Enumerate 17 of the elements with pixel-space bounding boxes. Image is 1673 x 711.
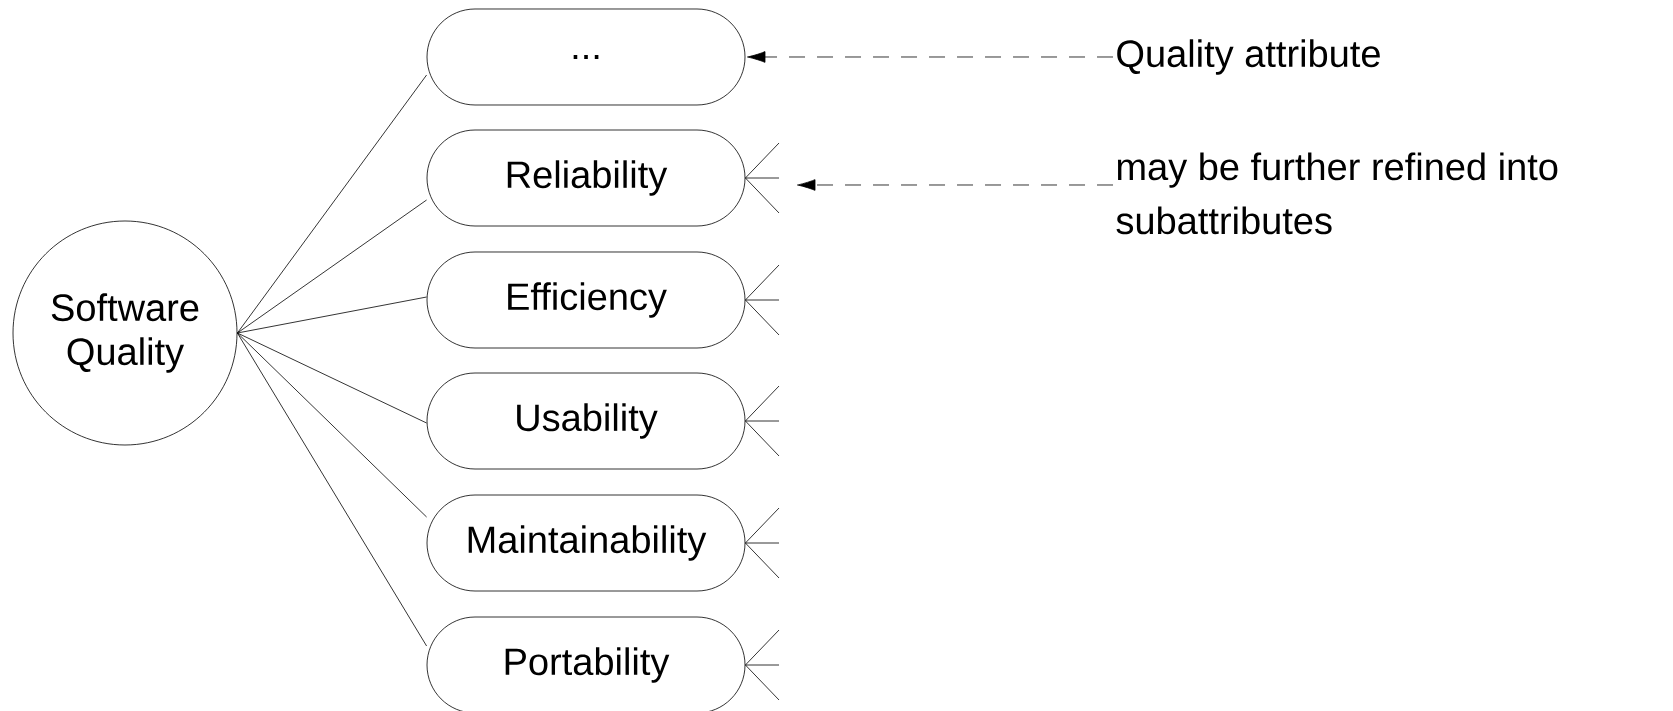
connector-line (237, 332, 427, 518)
attribute-box: Usability (426, 372, 746, 470)
attribute-box: Maintainability (426, 494, 746, 592)
connector-line (237, 74, 427, 334)
attribute-box: Efficiency (426, 251, 746, 349)
connector-line (237, 199, 427, 334)
connector-line (237, 296, 427, 334)
note-text: may be further refined into subattributes (1116, 152, 1558, 235)
connector-line (237, 332, 427, 647)
leader-line (797, 179, 1114, 191)
note-text: Quality attribute (1117, 39, 1380, 75)
attribute-box: ... (426, 8, 746, 106)
attribute-box: Reliability (426, 129, 746, 227)
leader-line (747, 51, 1114, 63)
connector-line (237, 332, 427, 424)
circle-node: Software Quality (12, 220, 238, 446)
attribute-box: Portability (426, 616, 746, 711)
